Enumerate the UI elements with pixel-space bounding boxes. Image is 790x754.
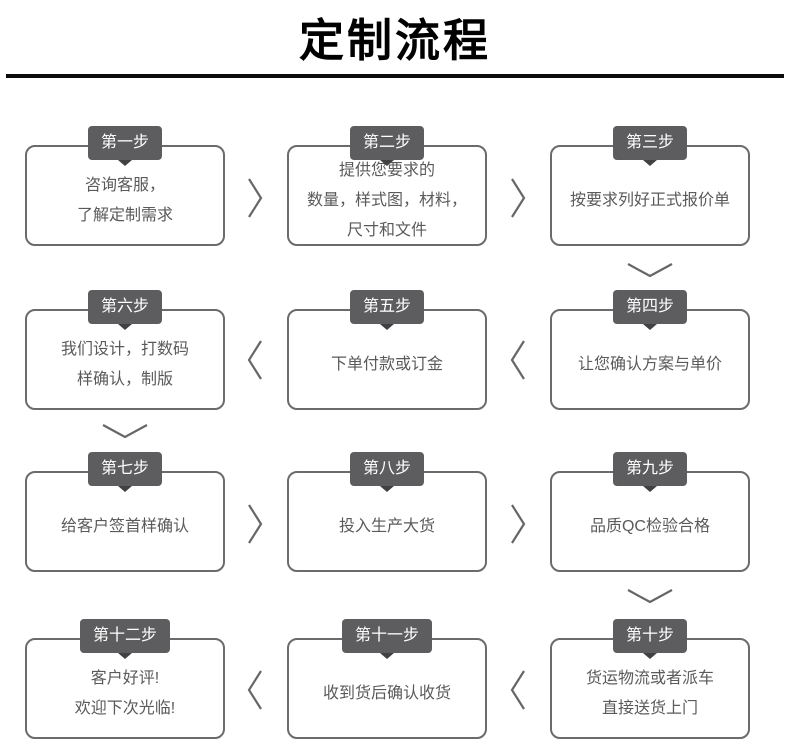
chevron-left-icon bbox=[247, 669, 263, 711]
chevron-down-icon bbox=[101, 423, 149, 440]
step-text: 品质QC检验合格 bbox=[589, 517, 710, 535]
step-text: 货运物流或者派车 直接送货上门 bbox=[585, 669, 714, 717]
step-box-2: 第二步 提供您要求的 数量，样式图，材料， 尺寸和文件 bbox=[287, 126, 487, 246]
step-label-tab: 第一步 bbox=[87, 126, 163, 160]
chevron-right-icon bbox=[510, 177, 526, 219]
step-label-tab: 第四步 bbox=[612, 290, 688, 324]
step-text: 按要求列好正式报价单 bbox=[569, 191, 730, 209]
chevron-right-icon bbox=[510, 503, 526, 545]
step-label-tab: 第十二步 bbox=[79, 619, 171, 653]
step-label-tab: 第十一步 bbox=[341, 619, 433, 653]
step-box-5: 第五步 下单付款或订金 bbox=[287, 290, 487, 410]
step-box-8: 第八步 投入生产大货 bbox=[287, 452, 487, 572]
step-text: 投入生产大货 bbox=[338, 517, 435, 535]
step-text: 给客户签首样确认 bbox=[60, 517, 189, 535]
step-box-3: 第三步 按要求列好正式报价单 bbox=[550, 126, 750, 246]
step-box-11: 第十一步 收到货后确认收货 bbox=[287, 619, 487, 739]
step-label-tab: 第九步 bbox=[612, 452, 688, 486]
title-divider bbox=[6, 74, 784, 78]
step-label-tab: 第八步 bbox=[349, 452, 425, 486]
step-text: 我们设计，打数码 样确认，制版 bbox=[60, 340, 189, 388]
step-box-1: 第一步 咨询客服， 了解定制需求 bbox=[25, 126, 225, 246]
step-text: 咨询客服， 了解定制需求 bbox=[76, 176, 173, 224]
chevron-left-icon bbox=[510, 669, 526, 711]
step-label-tab: 第十步 bbox=[612, 619, 688, 653]
step-box-12: 第十二步 客户好评! 欢迎下次光临! bbox=[25, 619, 225, 739]
step-box-9: 第九步 品质QC检验合格 bbox=[550, 452, 750, 572]
chevron-right-icon bbox=[247, 177, 263, 219]
step-box-6: 第六步 我们设计，打数码 样确认，制版 bbox=[25, 290, 225, 410]
step-label-tab: 第二步 bbox=[349, 126, 425, 160]
step-box-4: 第四步 让您确认方案与单价 bbox=[550, 290, 750, 410]
chevron-down-icon bbox=[626, 588, 674, 605]
step-label-tab: 第七步 bbox=[87, 452, 163, 486]
step-box-7: 第七步 给客户签首样确认 bbox=[25, 452, 225, 572]
step-text: 收到货后确认收货 bbox=[322, 684, 451, 702]
chevron-right-icon bbox=[247, 503, 263, 545]
step-label-tab: 第三步 bbox=[612, 126, 688, 160]
step-label-tab: 第五步 bbox=[349, 290, 425, 324]
step-text: 下单付款或订金 bbox=[330, 355, 443, 373]
step-box-10: 第十步 货运物流或者派车 直接送货上门 bbox=[550, 619, 750, 739]
page-title: 定制流程 bbox=[298, 15, 491, 66]
step-text: 提供您要求的 数量，样式图，材料， 尺寸和文件 bbox=[306, 161, 467, 239]
chevron-left-icon bbox=[247, 339, 263, 381]
step-text: 让您确认方案与单价 bbox=[577, 355, 722, 373]
chevron-down-icon bbox=[626, 262, 674, 279]
step-text: 客户好评! 欢迎下次光临! bbox=[74, 669, 176, 717]
chevron-left-icon bbox=[510, 339, 526, 381]
step-label-tab: 第六步 bbox=[87, 290, 163, 324]
